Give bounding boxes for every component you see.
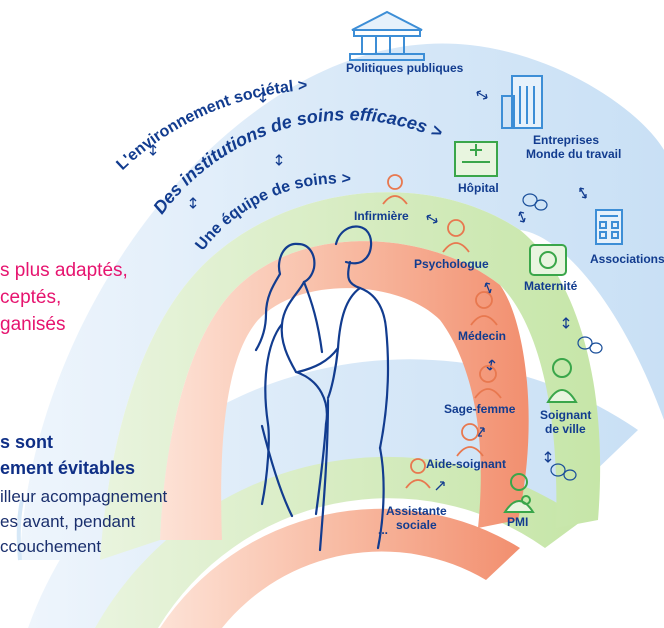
team-arc xyxy=(160,508,520,628)
label-soignant-1: Soignant xyxy=(540,408,592,422)
hopital-icon xyxy=(454,141,498,177)
entreprises-icon xyxy=(501,75,543,129)
label-hopital: Hôpital xyxy=(458,181,499,195)
politiques-icon xyxy=(349,10,425,61)
maternite-icon xyxy=(529,244,567,276)
body-line-2: es avant, pendant xyxy=(0,512,136,531)
outer-band xyxy=(20,43,664,560)
label-associations: Associations xyxy=(590,252,664,266)
middle-band xyxy=(100,192,601,560)
label-aide-soignant: Aide-soignant xyxy=(426,457,506,471)
psychologue-icon xyxy=(442,219,470,253)
associations-icon xyxy=(595,209,623,245)
institutions-arc xyxy=(95,456,583,628)
pink-line-2: ceptés, xyxy=(0,287,62,308)
bold-line-1: s sont xyxy=(0,432,54,452)
bubble-icon xyxy=(577,336,603,354)
label-ellipsis: ... xyxy=(378,523,389,537)
couple-illustration xyxy=(254,225,390,552)
pink-line-1: s plus adaptés, xyxy=(0,260,128,281)
pmi-icon xyxy=(503,473,535,513)
connector-arrows xyxy=(149,90,587,491)
aide-soignant-icon xyxy=(456,423,484,457)
assistante-icon xyxy=(405,458,431,489)
bubble-icon xyxy=(522,193,548,211)
bold-line-2: ement évitables xyxy=(0,458,136,478)
label-politiques: Politiques publiques xyxy=(346,61,464,75)
discussion-bubbles xyxy=(522,193,603,481)
inner-band xyxy=(160,241,529,540)
medecin-icon xyxy=(470,291,498,326)
label-assistante-1: Assistante xyxy=(386,504,447,518)
label-assistante-2: sociale xyxy=(396,518,437,532)
body-line-1: illeur acompagnement xyxy=(0,487,168,506)
label-sage-femme: Sage-femme xyxy=(444,402,516,416)
label-entreprises-1: Entreprises xyxy=(533,133,600,147)
outer-arc-left-edge xyxy=(16,499,24,561)
soignant-icon xyxy=(546,358,578,403)
infirmiere-icon xyxy=(382,174,408,205)
label-psychologue: Psychologue xyxy=(414,257,489,271)
label-pmi: PMI xyxy=(507,515,529,529)
pink-line-3: ganisés xyxy=(0,314,66,335)
label-soignant-2: de ville xyxy=(545,422,586,436)
body-line-3: ccouchement xyxy=(0,537,102,556)
sage-femme-icon xyxy=(474,365,502,399)
label-medecin: Médecin xyxy=(458,329,507,343)
label-infirmiere: Infirmière xyxy=(354,209,409,223)
bubble-icon xyxy=(550,463,577,481)
label-maternite: Maternité xyxy=(524,279,578,293)
label-entreprises-2: Monde du travail xyxy=(526,147,622,161)
